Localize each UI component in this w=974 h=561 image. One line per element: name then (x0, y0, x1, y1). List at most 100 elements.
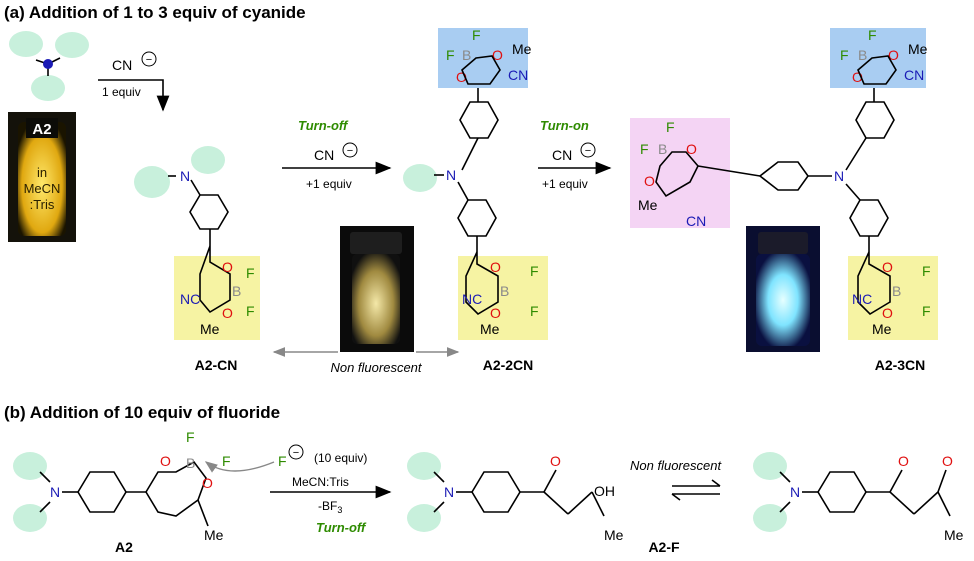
b-atom: B (858, 47, 867, 63)
nitrogen-center-icon (43, 59, 53, 69)
o-atom: O (490, 259, 501, 275)
minus-charge-icon: − (347, 145, 353, 157)
nc-group: NC (462, 291, 482, 307)
o-atom: O (202, 475, 213, 491)
molecule-a2cn: N O O B F F NC Me (134, 146, 260, 340)
f-atom: F (530, 263, 539, 279)
vial-a2: A2 in MeCN :Tris (8, 112, 76, 242)
nc-group: NC (180, 291, 200, 307)
label-a2: A2 (115, 539, 133, 555)
vial-text-3: :Tris (30, 197, 55, 212)
vial-text-1: in (37, 165, 47, 180)
o-atom: O (852, 69, 863, 85)
vial-text-2: MeCN (24, 181, 61, 196)
cn-group: CN (686, 213, 706, 229)
me-group: Me (604, 527, 624, 543)
me-group: Me (204, 527, 224, 543)
one-equiv-label: 1 equiv (102, 85, 141, 99)
section-a-title: (a) Addition of 1 to 3 equiv of cyanide (4, 3, 306, 22)
o-atom: O (490, 305, 501, 321)
cn-reagent-3: CN (552, 147, 572, 163)
f-atom: F (640, 141, 649, 157)
vial-non-fluorescent (340, 226, 414, 352)
label-a2f: A2-F (648, 539, 680, 555)
f-atom: F (922, 303, 931, 319)
f-atom: F (530, 303, 539, 319)
f-atom: F (246, 303, 255, 319)
o-atom: O (222, 259, 233, 275)
molecule-a23cn: F F B O O Me CN N F F B O O Me CN O O B … (630, 27, 938, 340)
me-group: Me (908, 41, 928, 57)
minus-charge-icon: − (585, 145, 591, 157)
label-a2cn: A2-CN (195, 357, 238, 373)
o-atom: O (550, 453, 561, 469)
minus-charge-icon: − (293, 447, 299, 459)
non-fluorescent-label: Non fluorescent (330, 360, 422, 375)
n-atom: N (50, 484, 60, 500)
f-atom: F (186, 429, 195, 445)
triarylamine-pictogram (9, 31, 89, 101)
cn-reagent-1: CN (112, 57, 132, 73)
o-atom: O (492, 47, 503, 63)
molecule-a2f-enol: N O OH Me (407, 452, 624, 543)
o-atom: O (644, 173, 655, 189)
nc-group: NC (852, 291, 872, 307)
f-atom: F (446, 47, 455, 63)
f-atom: F (222, 453, 231, 469)
me-group: Me (512, 41, 532, 57)
plus-one-equiv-label: +1 equiv (542, 177, 588, 191)
b-atom: B (186, 455, 195, 471)
oh-group: OH (594, 483, 615, 499)
solvent-label: MeCN:Tris (292, 475, 349, 489)
n-atom: N (444, 484, 454, 500)
b-atom: B (500, 283, 509, 299)
b-atom: B (892, 283, 901, 299)
cn-reagent-2: CN (314, 147, 334, 163)
f-atom: F (840, 47, 849, 63)
molecule-a2: N O O B F F Me (13, 429, 275, 543)
fluoride-reagent: F (278, 453, 287, 469)
turn-off-label-b: Turn-off (316, 520, 367, 535)
arrow-fluoride: F − (10 equiv) MeCN:Tris -BF3 Turn-off (270, 444, 392, 535)
cn-group: CN (508, 67, 528, 83)
bf3-label: -BF3 (318, 499, 342, 515)
n-atom: N (790, 484, 800, 500)
me-group: Me (944, 527, 964, 543)
non-fluorescent-label-b: Non fluorescent (630, 458, 722, 473)
f-atom: F (922, 263, 931, 279)
f-atom: F (472, 27, 481, 43)
o-atom: O (898, 453, 909, 469)
molecule-a22cn: F F B O O Me CN N O O B F F NC Me (403, 27, 548, 340)
vial-fluorescent (746, 226, 820, 352)
molecule-a2f-keto: N O O Me (753, 452, 964, 543)
ten-equiv-label: (10 equiv) (314, 451, 367, 465)
f-atom: F (666, 119, 675, 135)
me-group: Me (872, 321, 892, 337)
turn-on-label: Turn-on (540, 118, 589, 133)
n-atom: N (834, 168, 844, 184)
f-atom: F (868, 27, 877, 43)
equilibrium-arrows: Non fluorescent (630, 458, 722, 501)
b-atom: B (462, 47, 471, 63)
me-group: Me (480, 321, 500, 337)
o-atom: O (882, 305, 893, 321)
vial-label: A2 (32, 121, 51, 138)
o-atom: O (456, 69, 467, 85)
me-group: Me (200, 321, 220, 337)
minus-charge-icon: − (146, 54, 152, 66)
label-a22cn: A2-2CN (483, 357, 534, 373)
label-a23cn: A2-3CN (875, 357, 926, 373)
plus-one-equiv-label: +1 equiv (306, 177, 352, 191)
o-atom: O (222, 305, 233, 321)
o-atom: O (160, 453, 171, 469)
o-atom: O (882, 259, 893, 275)
cn-group: CN (904, 67, 924, 83)
b-atom: B (658, 141, 667, 157)
arrow-step-3: Turn-on CN − +1 equiv (538, 118, 612, 191)
n-atom: N (180, 168, 190, 184)
f-atom: F (246, 265, 255, 281)
b-atom: B (232, 283, 241, 299)
arrow-step-1: CN − 1 equiv (98, 51, 170, 112)
o-atom: O (686, 141, 697, 157)
turn-off-label: Turn-off (298, 118, 349, 133)
